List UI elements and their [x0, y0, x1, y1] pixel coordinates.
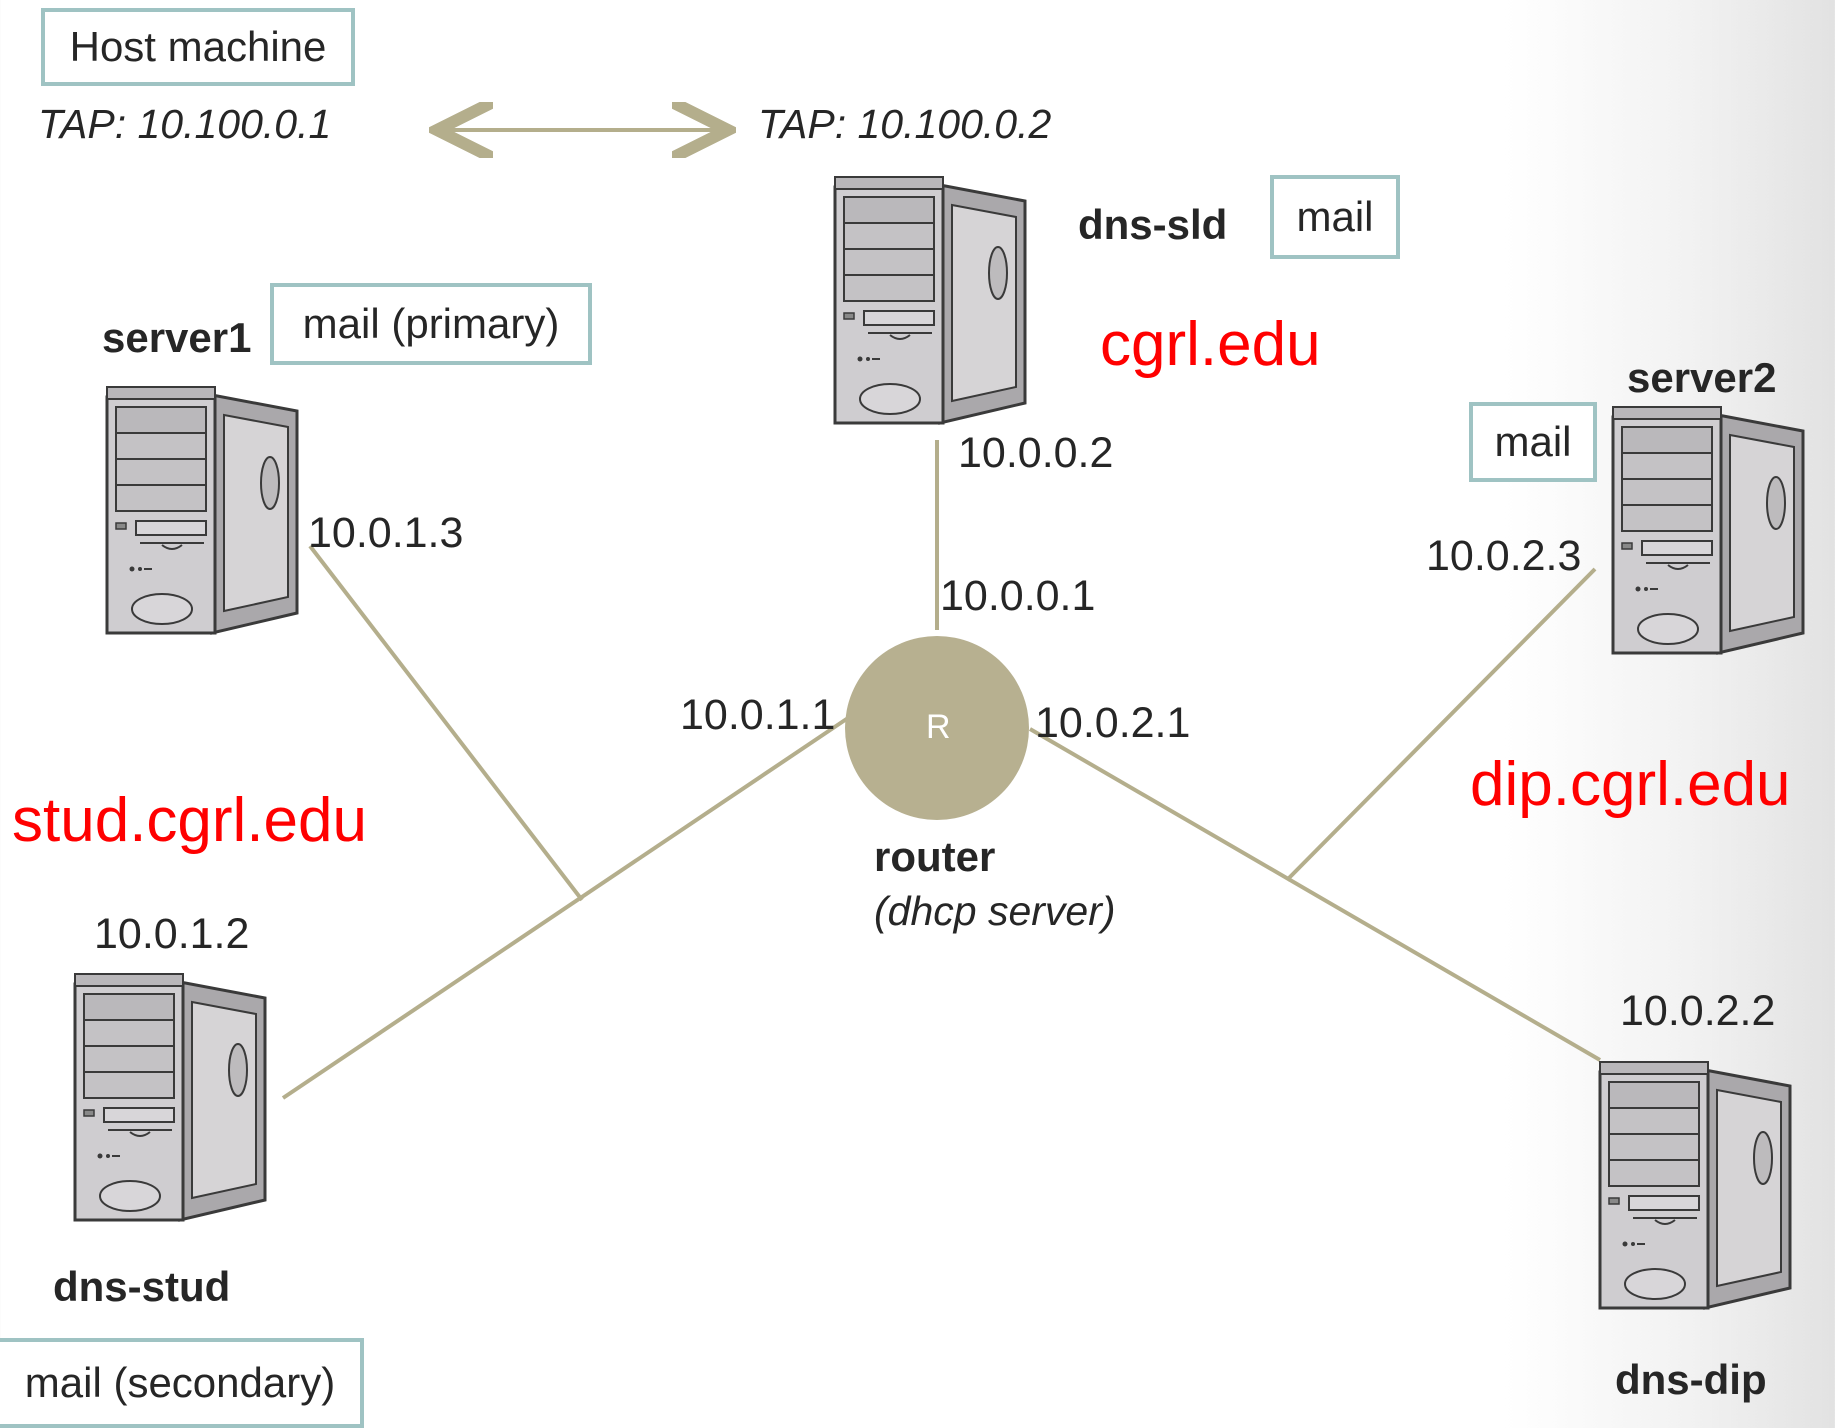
server2-ip: 10.0.2.3 — [1426, 532, 1582, 580]
dns-stud-name: dns-stud — [53, 1263, 231, 1310]
server2-mail-tag: mail — [1469, 402, 1597, 482]
router-ip-left: 10.0.1.1 — [680, 691, 836, 739]
dns-dip-computer-icon — [1598, 1060, 1792, 1310]
router-letter: R — [926, 708, 951, 746]
link-dns-stud-router — [281, 716, 850, 1100]
tap-left-label: TAP: 10.100.0.1 — [38, 101, 332, 147]
dns-sld-computer-icon — [833, 175, 1027, 425]
domain-stud-cgrl-edu: stud.cgrl.edu — [12, 786, 367, 855]
dns-stud-computer-icon — [73, 972, 267, 1222]
dns-sld-mail-tag: mail — [1270, 175, 1400, 259]
domain-dip-cgrl-edu: dip.cgrl.edu — [1470, 750, 1791, 819]
server2-name: server2 — [1627, 354, 1777, 401]
router-circle-icon — [845, 636, 1029, 820]
dns-dip-name: dns-dip — [1615, 1356, 1767, 1403]
link-server2-junction — [1285, 567, 1597, 882]
domain-cgrl-edu: cgrl.edu — [1100, 310, 1321, 379]
dns-sld-name: dns-sld — [1078, 201, 1228, 248]
server1-name: server1 — [102, 314, 252, 361]
dns-sld-ip: 10.0.0.2 — [958, 429, 1114, 477]
dns-dip-ip: 10.0.2.2 — [1620, 987, 1776, 1035]
server2-computer-icon — [1611, 405, 1805, 655]
router-ip-right: 10.0.2.1 — [1035, 699, 1191, 747]
link-router-dns-dip — [1028, 727, 1602, 1062]
server1-mail-tag: mail (primary) — [270, 283, 592, 365]
dns-stud-ip: 10.0.1.2 — [94, 910, 250, 958]
server1-computer-icon — [105, 385, 299, 635]
server1-ip: 10.0.1.3 — [308, 509, 464, 557]
host-machine-box: Host machine — [41, 8, 355, 86]
router-name: router — [874, 833, 996, 880]
router-ip-top: 10.0.0.1 — [940, 572, 1096, 620]
link-server1-junction — [308, 544, 584, 902]
tap-right-label: TAP: 10.100.0.2 — [758, 101, 1052, 147]
router-role: (dhcp server) — [874, 888, 1116, 934]
dns-stud-mail-tag: mail (secondary) — [0, 1338, 364, 1428]
